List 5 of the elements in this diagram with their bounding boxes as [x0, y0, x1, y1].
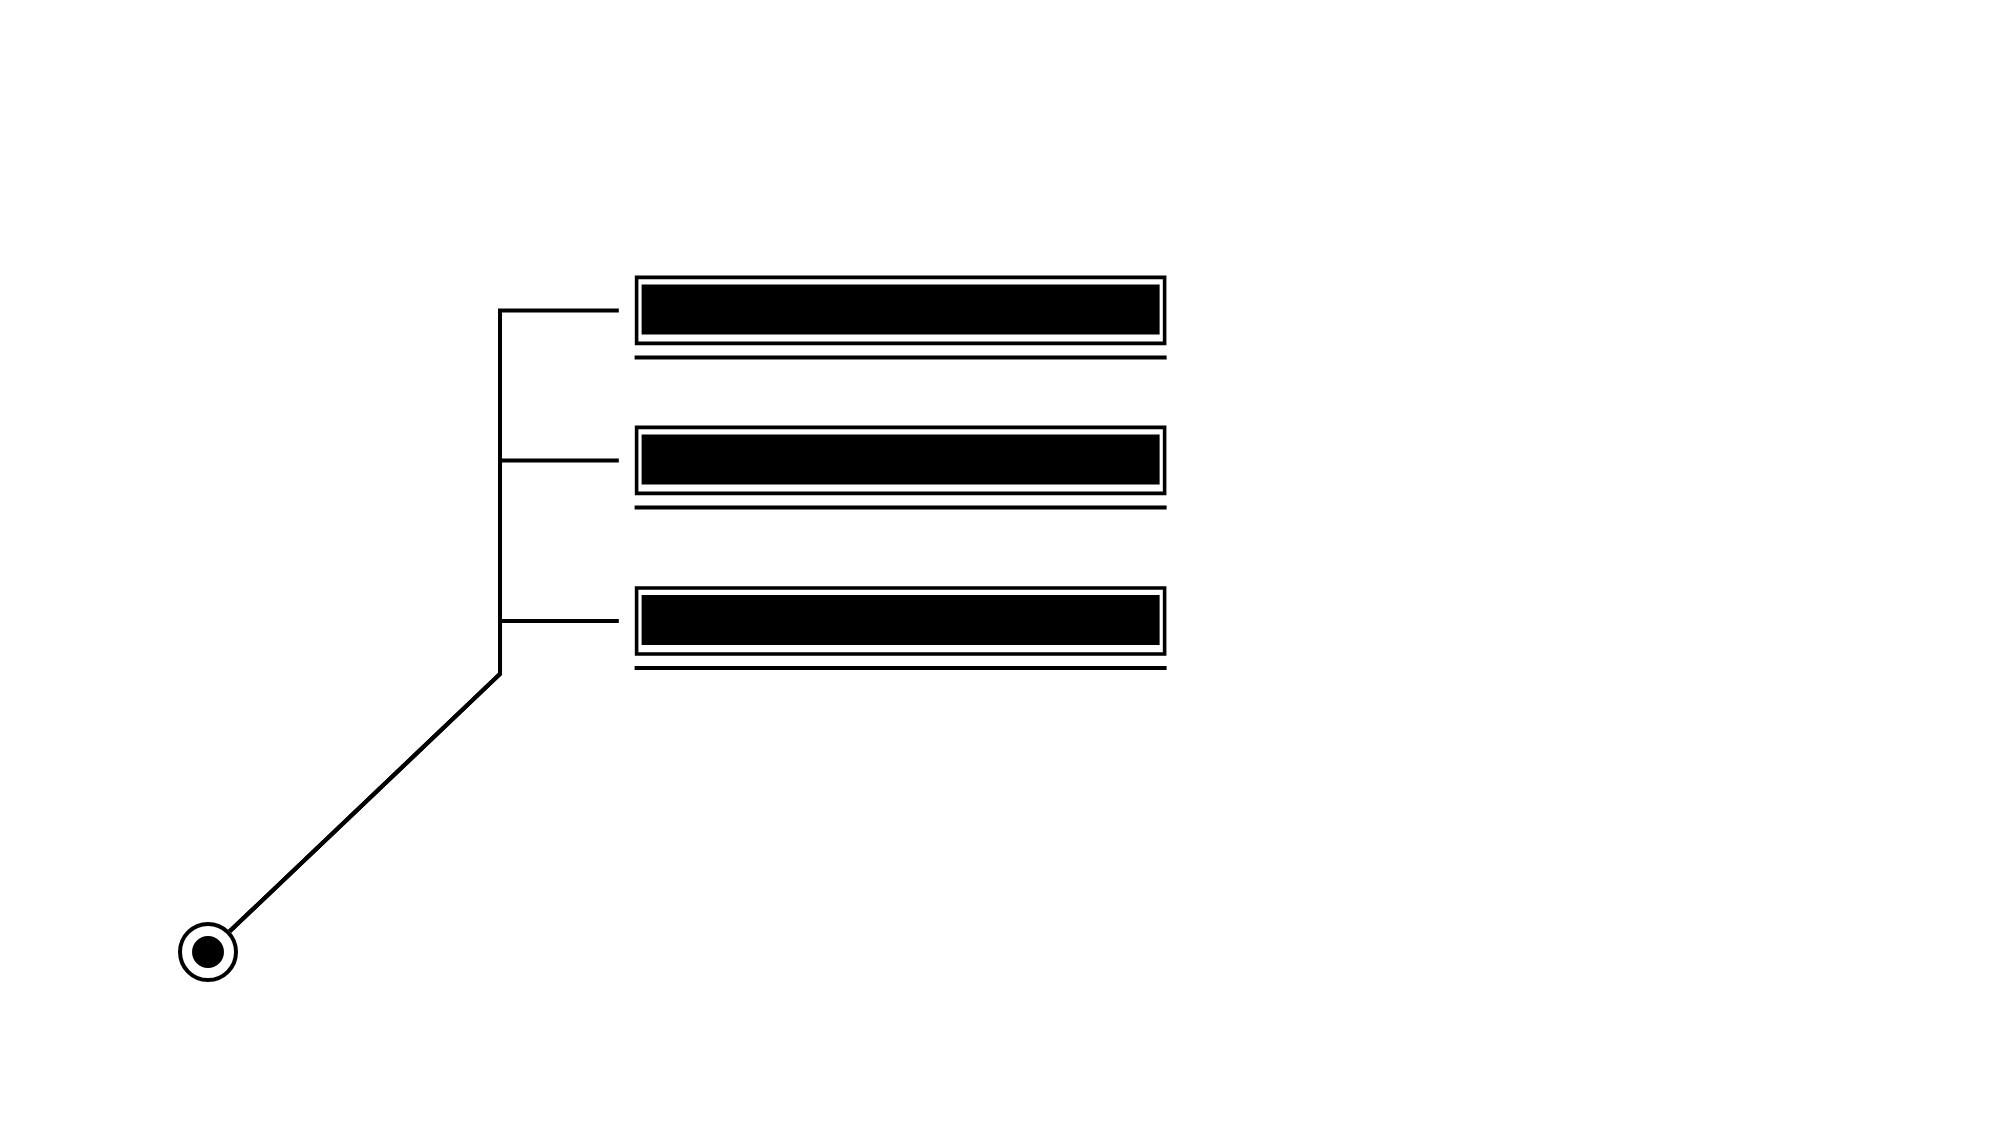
placeholder-bar	[634, 275, 1167, 360]
connector-line	[228, 619, 619, 933]
placeholder-bar	[634, 586, 1167, 670]
placeholder-bar	[634, 425, 1167, 510]
ring-dot	[178, 922, 238, 982]
